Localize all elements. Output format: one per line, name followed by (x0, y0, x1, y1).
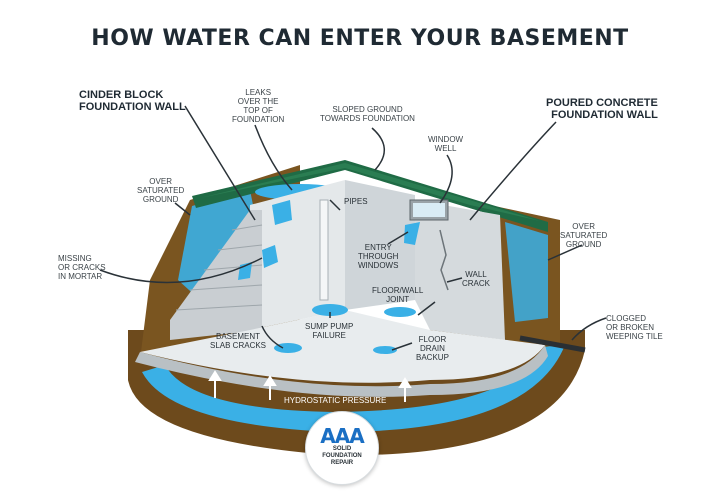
mortar-water (262, 245, 278, 268)
left-saturated-water (178, 190, 262, 300)
leader-lines (99, 105, 607, 351)
leak-top-water (272, 200, 292, 225)
slab-crack-water (274, 343, 302, 353)
back-right-wall (345, 180, 415, 310)
poured-concrete-wall (415, 200, 505, 340)
logo-line-3: REPAIR (330, 460, 354, 466)
hydrostatic-arrows (208, 370, 412, 402)
grass-top (192, 160, 548, 232)
right-saturated-water (505, 222, 548, 322)
logo-line-2: FOUNDATION (322, 453, 362, 459)
floor-slab (140, 310, 545, 383)
slab-edge (135, 345, 548, 397)
pipe (319, 199, 329, 301)
hydrostatic-water-band (142, 345, 565, 432)
label-hydrostatic-pressure: HYDROSTATIC PRESSURE (284, 396, 387, 405)
grass-top-surface (200, 163, 540, 221)
wall-water-2 (238, 262, 252, 280)
logo-line-1: SOLID (332, 446, 352, 452)
entry-window-water (404, 222, 420, 245)
weeping-tile (519, 335, 586, 353)
company-logo: AAA SOLID FOUNDATION REPAIR (305, 411, 379, 485)
cinder-block-wall (170, 210, 263, 340)
label-pipes: PIPES (344, 197, 368, 206)
logo-mark: AAA (320, 424, 364, 448)
wall-crack (439, 229, 449, 291)
diagram-title: HOW WATER CAN ENTER YOUR BASEMENT (91, 26, 629, 51)
drain-water (373, 346, 397, 354)
sump-water (312, 304, 348, 316)
floor-joint-water (384, 307, 416, 317)
